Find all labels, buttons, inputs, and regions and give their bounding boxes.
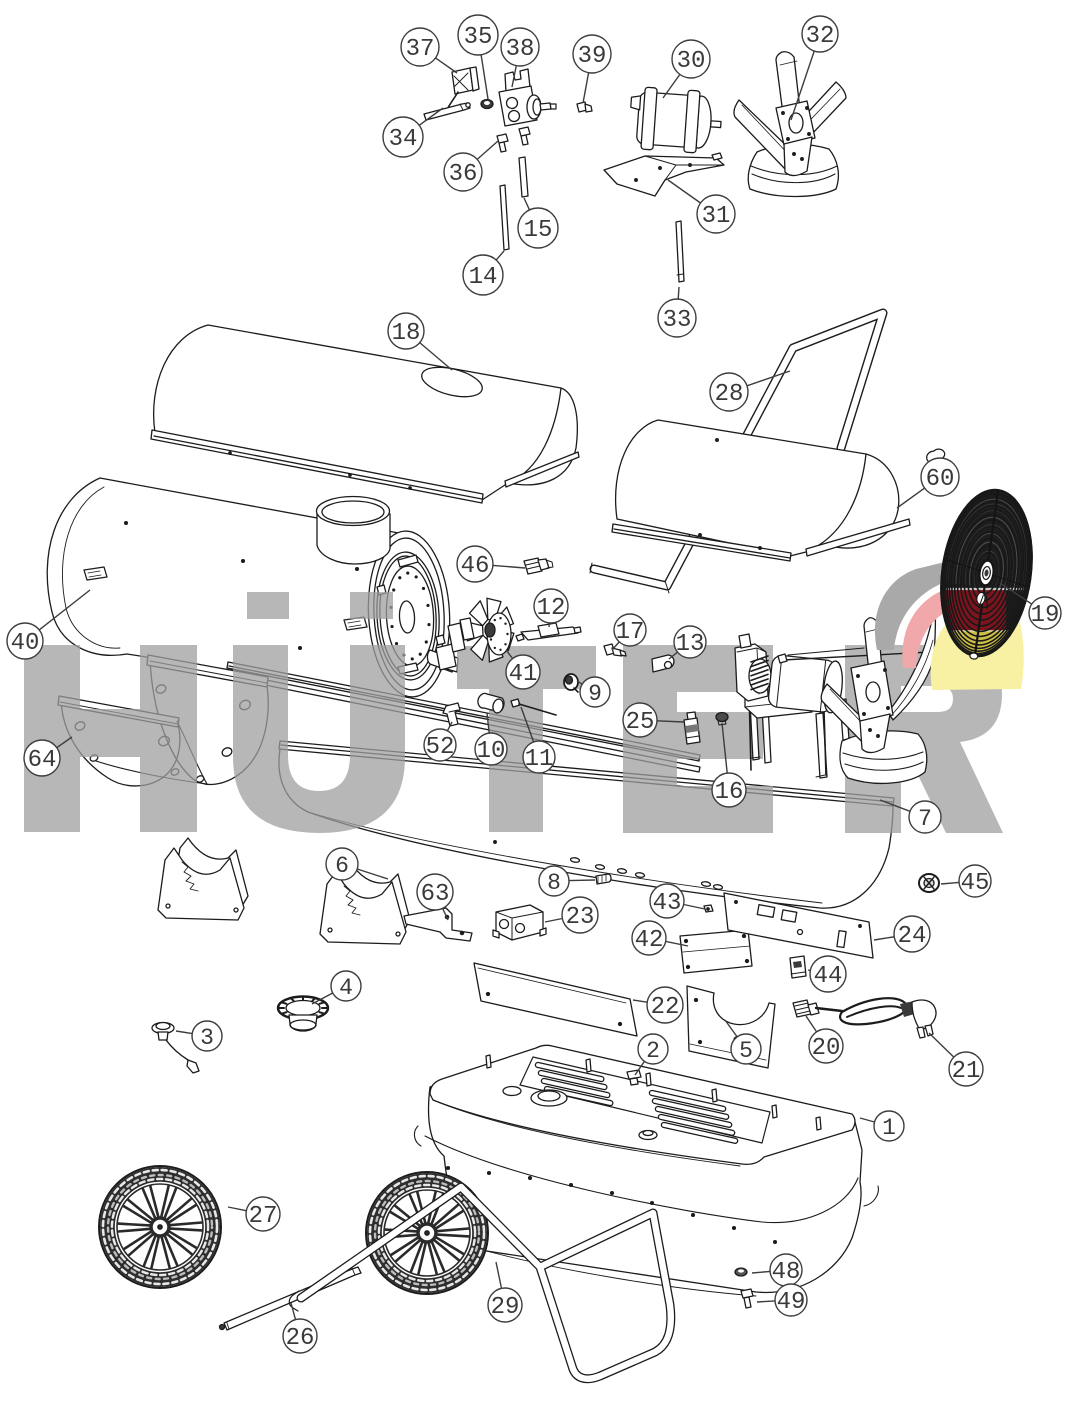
svg-text:12: 12 xyxy=(537,595,566,622)
svg-text:35: 35 xyxy=(464,24,493,51)
svg-text:8: 8 xyxy=(547,870,561,896)
svg-text:40: 40 xyxy=(11,630,40,657)
svg-text:16: 16 xyxy=(715,779,744,806)
svg-text:20: 20 xyxy=(812,1035,841,1062)
svg-text:25: 25 xyxy=(626,709,655,736)
svg-text:7: 7 xyxy=(918,806,932,832)
svg-text:39: 39 xyxy=(578,43,607,70)
svg-text:27: 27 xyxy=(249,1203,278,1230)
svg-text:31: 31 xyxy=(702,203,731,230)
svg-text:34: 34 xyxy=(389,126,418,153)
svg-text:30: 30 xyxy=(677,48,706,75)
svg-text:64: 64 xyxy=(28,747,57,774)
svg-text:2: 2 xyxy=(646,1038,660,1064)
svg-text:63: 63 xyxy=(421,881,450,908)
svg-text:42: 42 xyxy=(635,927,664,954)
svg-text:38: 38 xyxy=(506,36,535,63)
svg-text:10: 10 xyxy=(477,738,506,765)
svg-text:48: 48 xyxy=(772,1259,801,1286)
svg-text:49: 49 xyxy=(777,1289,806,1316)
svg-text:3: 3 xyxy=(200,1025,214,1051)
svg-text:52: 52 xyxy=(426,734,455,761)
svg-text:60: 60 xyxy=(926,466,955,493)
svg-text:41: 41 xyxy=(509,661,538,688)
svg-text:29: 29 xyxy=(491,1294,520,1321)
svg-text:18: 18 xyxy=(392,320,421,347)
svg-text:32: 32 xyxy=(806,23,835,50)
svg-text:26: 26 xyxy=(286,1325,315,1352)
svg-text:22: 22 xyxy=(651,994,680,1021)
svg-text:19: 19 xyxy=(1031,602,1060,629)
svg-text:36: 36 xyxy=(449,161,478,188)
svg-text:43: 43 xyxy=(653,890,682,917)
svg-text:21: 21 xyxy=(952,1058,981,1085)
svg-text:6: 6 xyxy=(335,853,349,879)
svg-text:17: 17 xyxy=(616,619,645,646)
svg-text:28: 28 xyxy=(715,381,744,408)
svg-text:14: 14 xyxy=(469,264,498,291)
svg-text:4: 4 xyxy=(339,975,353,1001)
svg-text:9: 9 xyxy=(588,681,602,707)
svg-text:44: 44 xyxy=(814,963,843,990)
svg-text:1: 1 xyxy=(882,1115,896,1141)
svg-text:5: 5 xyxy=(739,1038,753,1064)
svg-text:45: 45 xyxy=(961,870,990,897)
svg-text:11: 11 xyxy=(525,746,554,773)
svg-text:37: 37 xyxy=(406,36,435,63)
svg-text:33: 33 xyxy=(663,307,692,334)
svg-text:15: 15 xyxy=(524,217,553,244)
svg-text:24: 24 xyxy=(898,923,927,950)
svg-text:13: 13 xyxy=(676,631,705,658)
svg-text:23: 23 xyxy=(566,904,595,931)
svg-text:46: 46 xyxy=(461,553,490,580)
